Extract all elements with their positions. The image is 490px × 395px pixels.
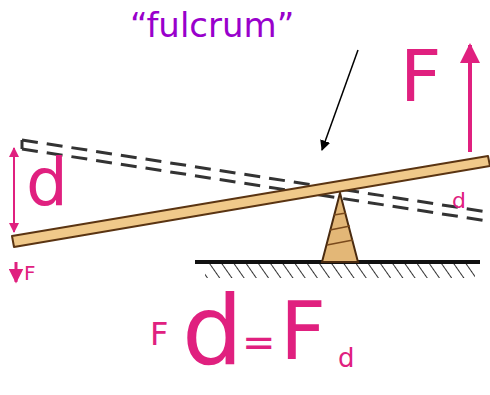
part-label: “fulcrum” xyxy=(130,8,294,42)
force-label: F xyxy=(400,40,441,112)
wedge-shading xyxy=(327,213,353,245)
leader-line xyxy=(322,50,358,150)
distance-arrow xyxy=(13,148,15,232)
lever-plank xyxy=(12,156,490,247)
tilted-end xyxy=(21,140,24,149)
distance-label: d xyxy=(452,190,466,212)
tilted-position xyxy=(22,149,488,221)
ground-hatching xyxy=(205,264,475,278)
force-label: F xyxy=(24,263,36,283)
equation-term: d xyxy=(182,283,243,379)
distance-label: d xyxy=(26,150,68,216)
equation-term: F xyxy=(280,292,326,372)
equation-sign: = xyxy=(242,322,276,362)
equation-term: d xyxy=(338,345,355,371)
force-arrow xyxy=(15,262,18,282)
force-arrow xyxy=(468,45,472,152)
equation-term: F xyxy=(150,318,168,350)
fulcrum-wedge xyxy=(322,193,358,262)
